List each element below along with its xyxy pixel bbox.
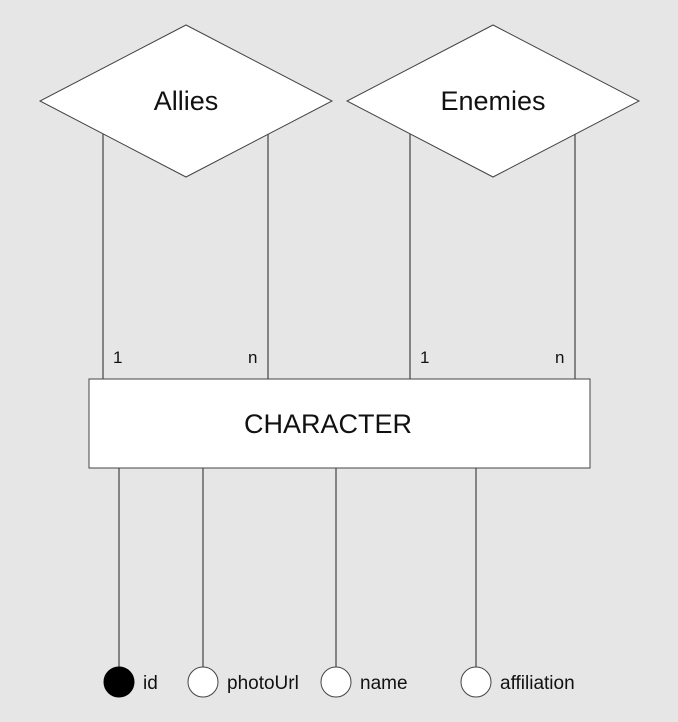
relationship-enemies: Enemies	[345, 24, 641, 178]
attribute-id-label: id	[143, 673, 158, 694]
attribute-photourl-label: photoUrl	[227, 673, 299, 694]
attribute-name-marker	[320, 666, 352, 698]
cardinality-enemies-right: n	[555, 348, 564, 367]
attribute-photourl: photoUrl	[187, 666, 299, 698]
attribute-id-key-marker	[103, 666, 135, 698]
relationship-enemies-diamond	[345, 24, 641, 178]
attribute-affiliation-label: affiliation	[500, 673, 575, 694]
attribute-name-label: name	[360, 673, 408, 694]
attribute-affiliation: affiliation	[460, 666, 575, 698]
cardinality-allies-right: n	[248, 348, 257, 367]
cardinality-enemies-left: 1	[420, 348, 429, 367]
attribute-name: name	[320, 666, 408, 698]
relationship-allies-label: Allies	[154, 86, 219, 116]
relationship-enemies-label: Enemies	[440, 86, 545, 116]
entity-character: CHARACTER	[88, 378, 591, 469]
relationship-allies-diamond	[38, 24, 334, 178]
cardinality-allies-left: 1	[113, 348, 122, 367]
attribute-affiliation-marker	[460, 666, 492, 698]
attribute-photourl-marker	[187, 666, 219, 698]
entity-character-box	[88, 378, 591, 469]
attribute-id: id	[103, 666, 158, 698]
entity-character-label: CHARACTER	[244, 409, 412, 439]
relationship-allies: Allies	[38, 24, 334, 178]
